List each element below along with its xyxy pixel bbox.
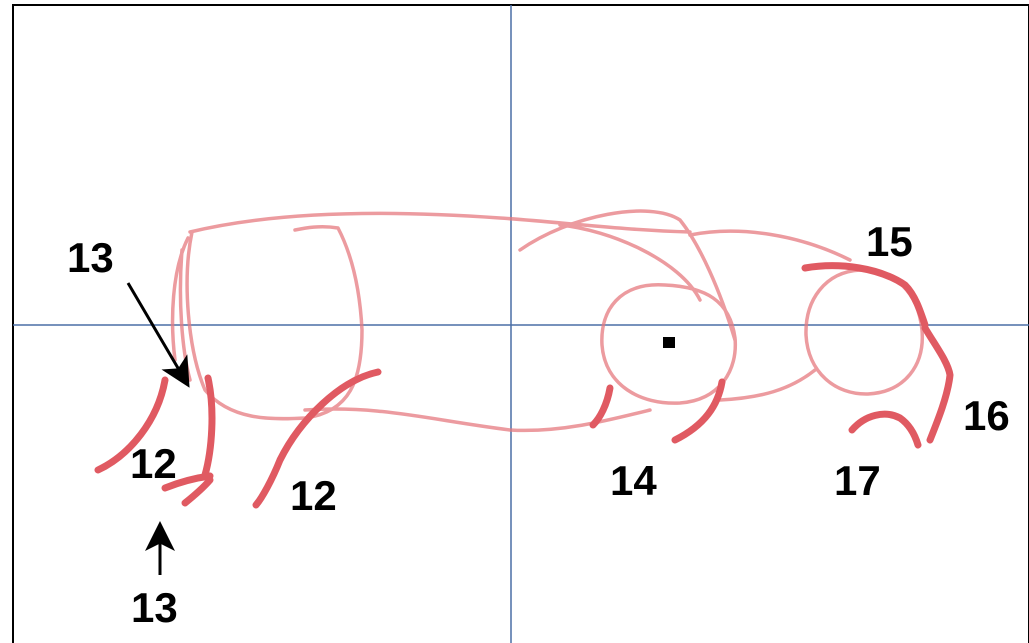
stroke-hook-17 [852, 414, 918, 445]
square-marker [663, 337, 675, 348]
sketch-hip-arc [520, 211, 735, 340]
label-12-hind-leg: 12 [290, 472, 337, 519]
label-16: 16 [963, 392, 1010, 439]
stroke-arc-15 [805, 266, 925, 325]
stroke-tail-16 [925, 328, 950, 440]
label-12-front-leg: 12 [130, 440, 177, 487]
frame-border [13, 5, 1029, 643]
sketch-connector-bottom [720, 370, 815, 400]
heavy-sketch-lines [98, 266, 950, 505]
arrow-icon [128, 283, 185, 380]
label-14: 14 [610, 457, 657, 504]
label-17: 17 [834, 457, 881, 504]
label-15: 15 [866, 218, 913, 265]
label-13-bottom: 13 [131, 584, 178, 631]
light-sketch-lines [173, 211, 923, 430]
sketch-hip-top [690, 231, 850, 260]
sketch-back-line [190, 213, 690, 232]
label-13-top: 13 [67, 234, 114, 281]
